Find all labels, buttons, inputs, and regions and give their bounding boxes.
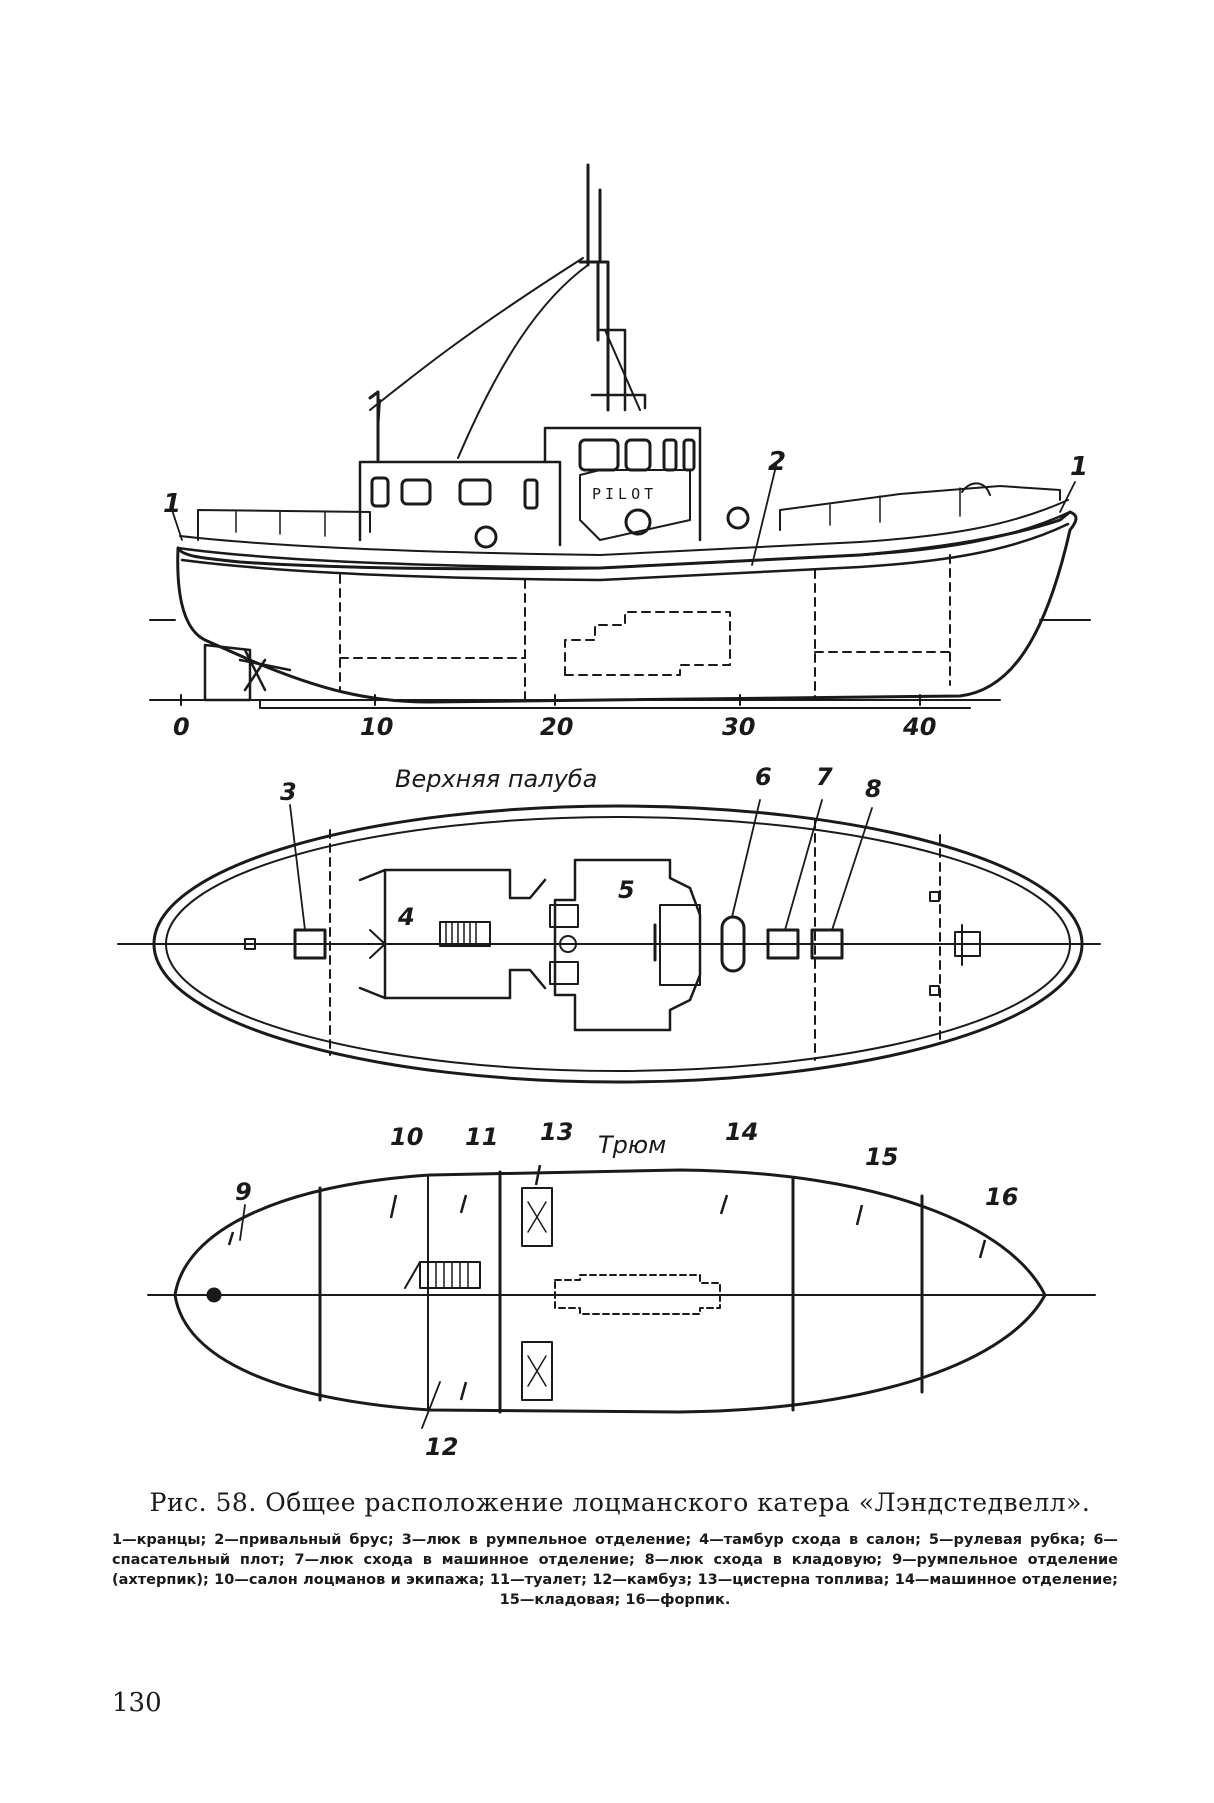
hatch-7 — [766, 928, 800, 960]
figure-legend: 1—кранцы; 2—привальный брус; 3—люк в рум… — [112, 1530, 1118, 1610]
scale-0: 0 — [173, 713, 190, 741]
mast — [578, 163, 610, 412]
fuel-tank-13-port — [521, 1187, 553, 1247]
upper-deck-title: Верхняя палуба — [395, 765, 597, 793]
label-16: 16 — [985, 1183, 1018, 1211]
label-9: 9 — [235, 1178, 252, 1206]
label-5: 5 — [618, 876, 635, 904]
leader-lines — [171, 461, 1076, 1429]
legend-item: 13—цистерна топлива; — [697, 1572, 890, 1588]
hold-title: Трюм — [598, 1131, 666, 1159]
label-12: 12 — [425, 1433, 458, 1461]
engine — [554, 1274, 721, 1315]
ship-drawing: PILOT — [117, 163, 1101, 1461]
legend-item: 8—люк схода в кладовую; — [644, 1552, 883, 1568]
upper-deck-plan — [117, 804, 1101, 1084]
label-1-stern: 1 — [163, 489, 181, 519]
legend-item: 1—кранцы; — [112, 1532, 207, 1548]
companionway-4 — [358, 868, 547, 1000]
legend-item: 7—люк схода в машинное отделение; — [294, 1552, 635, 1568]
rubbing-strake — [180, 522, 1070, 582]
rudder — [203, 643, 252, 702]
legend-item: 5—рулевая рубка; — [928, 1532, 1086, 1548]
wheelhouse-5 — [553, 858, 702, 1032]
legend-item: 11—туалет; — [489, 1572, 587, 1588]
legend-item: 12—камбуз; — [592, 1572, 693, 1588]
legend-item: 2—привальный брус; — [214, 1532, 394, 1548]
label-11: 11 — [465, 1123, 498, 1151]
legend-item: 16—форпик. — [625, 1592, 731, 1608]
bulkheads — [339, 554, 951, 701]
label-6: 6 — [755, 763, 772, 791]
hold-outline — [173, 1168, 1047, 1414]
deckhouse — [358, 460, 562, 547]
hold-plan — [147, 1168, 1096, 1414]
label-1-bow: 1 — [1070, 452, 1088, 482]
label-4: 4 — [397, 903, 415, 931]
page-number: 130 — [112, 1688, 162, 1718]
legend-item: 3—люк в румпельное отделение; — [401, 1532, 692, 1548]
legend-item: 4—тамбур схода в салон; — [699, 1532, 921, 1548]
hatch-8 — [810, 928, 844, 960]
legend-item: 10—салон лоцманов и экипажа; — [214, 1572, 485, 1588]
legend-item: 6—спасательный плот; — [112, 1532, 1118, 1568]
hatch-3 — [293, 928, 327, 960]
figure-caption: Рис. 58. Общее расположение лоцманского … — [149, 1488, 1091, 1517]
pilot-sign: PILOT — [592, 485, 657, 503]
label-8: 8 — [865, 775, 882, 803]
liferaft-6 — [720, 915, 746, 973]
scale-30: 30 — [722, 713, 755, 741]
scale-20: 20 — [540, 713, 573, 741]
label-13: 13 — [540, 1118, 573, 1146]
hull — [176, 510, 1078, 704]
legend-item: 15—кладовая; — [499, 1592, 621, 1608]
side-profile: PILOT — [149, 163, 1091, 709]
label-2: 2 — [768, 447, 786, 477]
scale-10: 10 — [360, 713, 393, 741]
fuel-tank-13-stbd — [521, 1341, 553, 1401]
label-7: 7 — [816, 763, 833, 791]
label-3: 3 — [280, 778, 297, 806]
scale-40: 40 — [902, 713, 936, 741]
label-14: 14 — [725, 1118, 758, 1146]
legend-item: 9—румпельное отделение (ахтерпик); — [112, 1552, 1118, 1588]
label-10: 10 — [390, 1123, 423, 1151]
legend-item: 14—машинное отделение; — [894, 1572, 1118, 1588]
deck-outline-outer — [152, 804, 1084, 1084]
label-15: 15 — [865, 1143, 898, 1171]
scale-ticks — [180, 694, 921, 706]
deck-outline-inner — [165, 816, 1071, 1072]
